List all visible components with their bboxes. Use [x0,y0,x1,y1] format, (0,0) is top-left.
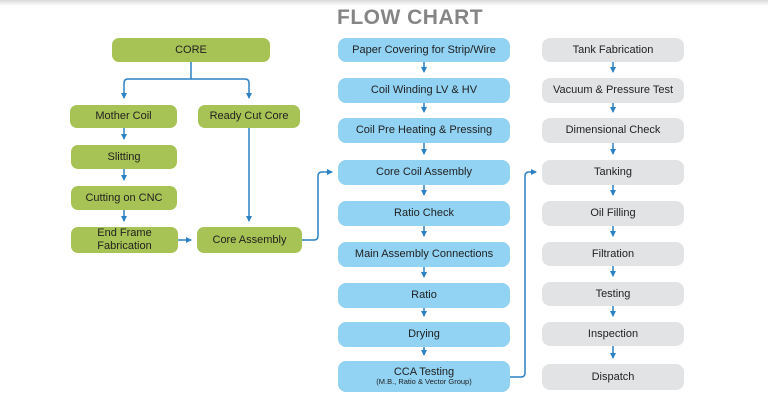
node-core-coil-assembly: Core Coil Assembly [338,160,510,185]
node-testing: Testing [542,282,684,306]
page-title: FLOW CHART [337,6,484,29]
node-label: Paper Covering for Strip/Wire [352,43,496,56]
node-paper-covering: Paper Covering for Strip/Wire [338,38,510,62]
node-ratio-check: Ratio Check [338,201,510,226]
node-label: Dimensional Check [565,124,661,137]
node-sublabel: (M.B., Ratio & Vector Group) [376,377,472,387]
node-label: Oil Filling [590,207,636,220]
node-label: CCA Testing [393,365,455,378]
node-label: Ratio [411,289,437,302]
node-coil-winding: Coil Winding LV & HV [338,78,510,103]
node-label: Tank Fabrication [572,43,654,56]
node-cca-testing: CCA Testing (M.B., Ratio & Vector Group) [338,361,510,392]
node-label: Filtration [591,247,635,260]
node-label: Ready Cut Core [209,110,289,123]
node-end-frame-fabrication: End Frame Fabrication [71,227,178,253]
node-label: Slitting [107,150,141,163]
node-cutting-on-cnc: Cutting on CNC [71,186,177,210]
node-label: CORE [175,43,207,56]
node-label: Inspection [587,327,639,340]
node-label: Core Coil Assembly [376,166,472,179]
node-slitting: Slitting [71,145,177,169]
node-inspection: Inspection [542,322,684,346]
node-label: Coil Pre Heating & Pressing [355,124,493,137]
node-label: End Frame Fabrication [97,227,152,252]
node-label: Cutting on CNC [85,191,163,204]
node-oil-filling: Oil Filling [542,201,684,226]
node-vacuum-pressure-test: Vacuum & Pressure Test [542,78,684,103]
node-ratio: Ratio [338,283,510,308]
node-label: Coil Winding LV & HV [370,84,478,97]
node-coil-pre-heating: Coil Pre Heating & Pressing [338,118,510,143]
node-label: Testing [595,287,631,300]
node-ready-cut-core: Ready Cut Core [198,105,300,128]
node-main-assembly-connections: Main Assembly Connections [338,242,510,267]
node-mother-coil: Mother Coil [70,105,177,128]
node-tanking: Tanking [542,160,684,185]
node-core-assembly: Core Assembly [197,227,302,253]
node-label: Core Assembly [212,233,287,246]
node-label: Ratio Check [394,207,454,220]
node-drying: Drying [338,322,510,347]
node-dimensional-check: Dimensional Check [542,118,684,143]
node-label: Tanking [594,166,632,179]
node-filtration: Filtration [542,242,684,266]
node-label: Vacuum & Pressure Test [552,84,674,97]
node-tank-fabrication: Tank Fabrication [542,38,684,62]
node-dispatch: Dispatch [542,364,684,390]
node-core: CORE [112,38,270,62]
node-label: Main Assembly Connections [354,248,494,261]
node-label: Mother Coil [95,110,152,123]
node-label: Drying [408,328,440,341]
node-label: Dispatch [591,370,635,383]
